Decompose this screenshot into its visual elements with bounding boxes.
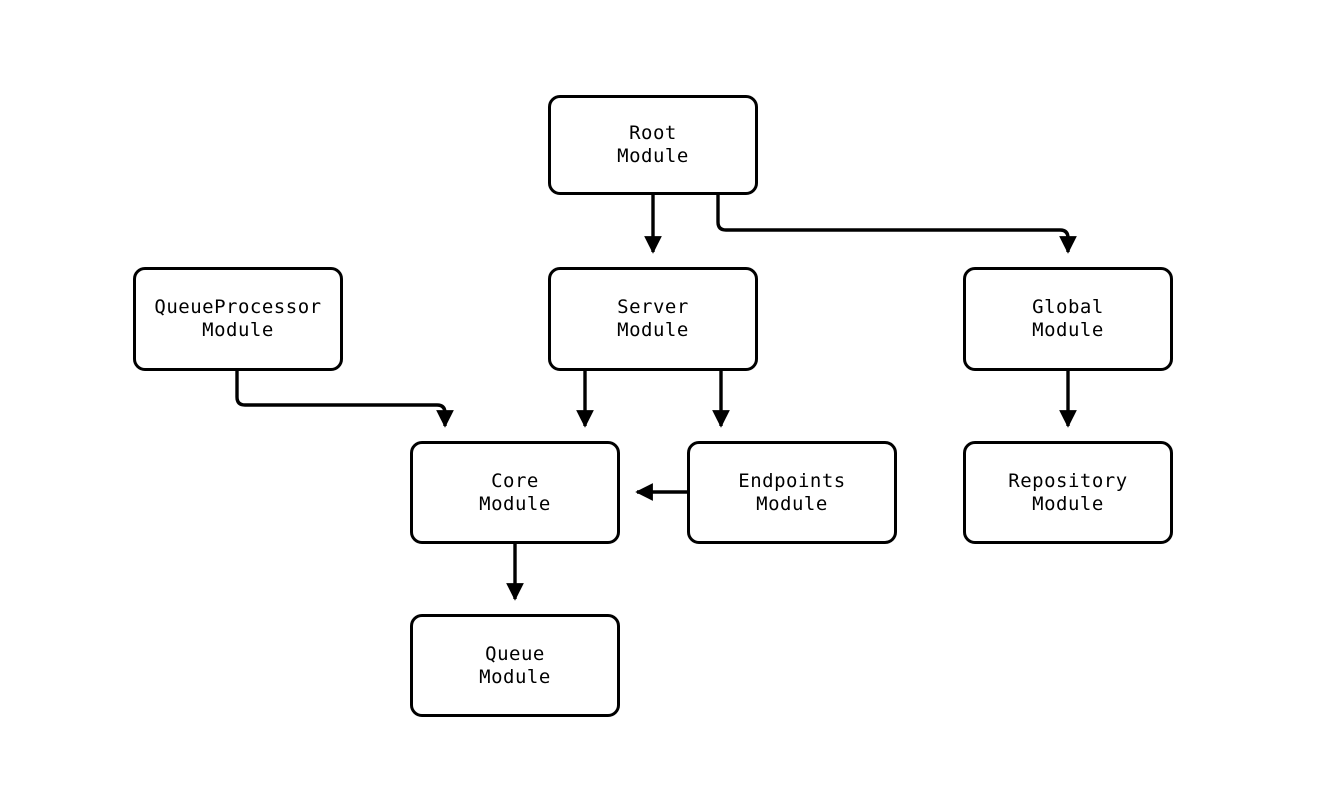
- node-queue-module[interactable]: Queue Module: [410, 614, 620, 717]
- node-label-line2: Module: [202, 319, 274, 341]
- node-core-module[interactable]: Core Module: [410, 441, 620, 544]
- node-label-line1: Root: [629, 122, 677, 144]
- node-label-line2: Module: [479, 492, 551, 515]
- edge-queueprocessor-to-core: [235, 371, 454, 428]
- node-label-line2: Module: [617, 145, 689, 167]
- node-label-line2: Module: [1032, 492, 1104, 515]
- node-label-line1: Endpoints: [738, 469, 846, 492]
- node-global-module[interactable]: Global Module: [963, 267, 1173, 371]
- node-label-line1: Server: [617, 296, 689, 318]
- node-label-line1: Queue: [485, 642, 545, 665]
- node-repository-module[interactable]: Repository Module: [963, 441, 1173, 544]
- node-label-line1: Global: [1032, 296, 1104, 318]
- node-label-line1: QueueProcessor: [154, 296, 322, 318]
- node-label-line2: Module: [617, 319, 689, 341]
- node-label-line2: Module: [1032, 319, 1104, 341]
- node-server-module[interactable]: Server Module: [548, 267, 758, 371]
- node-label-line1: Core: [491, 469, 539, 492]
- node-root-module[interactable]: Root Module: [548, 95, 758, 195]
- node-endpoints-module[interactable]: Endpoints Module: [687, 441, 897, 544]
- node-label-line1: Repository: [1008, 469, 1128, 492]
- edge-root-to-global: [716, 195, 1077, 254]
- node-queueprocessor-module[interactable]: QueueProcessor Module: [133, 267, 343, 371]
- node-label-line2: Module: [479, 665, 551, 688]
- node-label-line2: Module: [756, 492, 828, 515]
